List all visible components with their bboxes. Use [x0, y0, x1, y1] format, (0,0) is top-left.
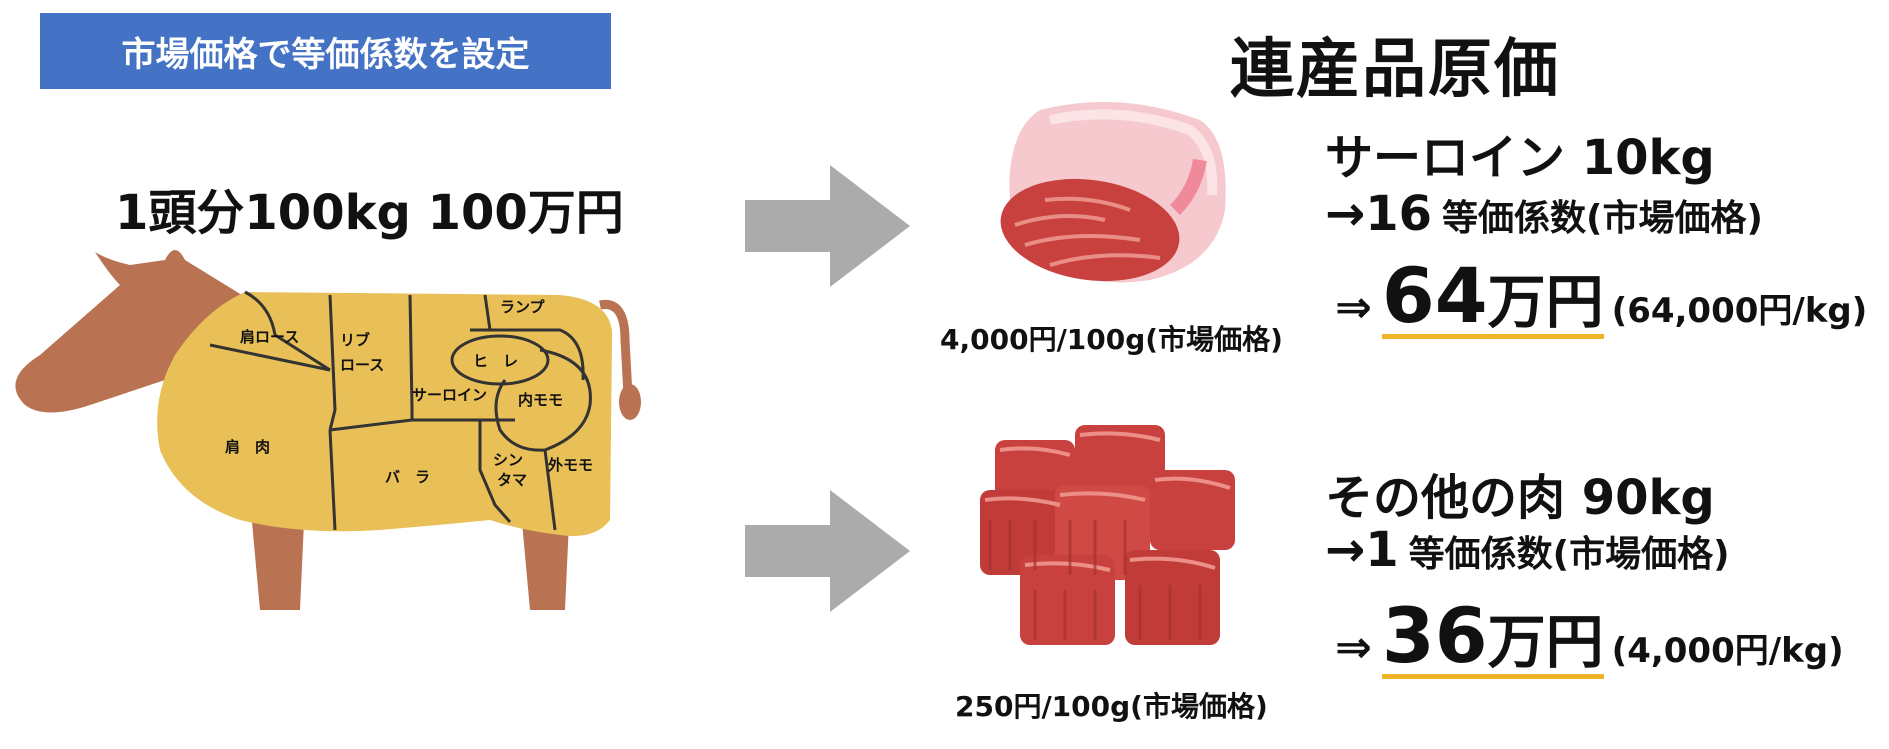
coef-value: 1 — [1365, 522, 1399, 578]
sirloin-steak-icon — [1000, 102, 1226, 283]
cow-head — [15, 250, 251, 413]
cut-label-chuck: 肩 肉 — [225, 438, 270, 456]
whole-cow-label: 1頭分100kg 100万円 — [115, 185, 624, 241]
cut-label-fillet: ヒ レ — [473, 352, 518, 370]
cow-body — [157, 292, 613, 536]
cut-label-shintama-2: タマ — [497, 471, 527, 489]
sirloin-per-kg: (64,000円/kg) — [1611, 291, 1868, 331]
coef-note: 等価係数(市場価格) — [1408, 534, 1730, 575]
right-arrow-icon — [745, 490, 910, 612]
cow-cut-diagram-icon: 肩ロース リブ ロース ランプ ヒ レ サーロイン 内モモ 肩 肉 バ ラ シン… — [15, 250, 641, 610]
other-price-label: 250円/100g(市場価格) — [955, 690, 1268, 723]
implies-symbol: ⇒ — [1335, 622, 1372, 673]
banner-text: 市場価格で等価係数を設定 — [121, 34, 530, 75]
coef-arrow: → — [1325, 522, 1366, 578]
cut-label-rib-2: ロース — [340, 356, 384, 374]
cost-number: 36 — [1381, 591, 1488, 680]
other-meat-heading: その他の肉 90kg — [1325, 470, 1715, 526]
cow-tail-tip — [619, 384, 641, 420]
sirloin-price-label: 4,000円/100g(市場価格) — [940, 323, 1283, 356]
page-title: 連産品原価 — [1230, 33, 1560, 107]
cut-label-inner-thigh: 内モモ — [518, 391, 563, 409]
cost-unit: 万円 — [1487, 608, 1604, 676]
cut-label-shintama-1: シン — [493, 451, 523, 469]
other-result-line: ⇒ 36万円 (4,000円/kg) — [1335, 598, 1844, 679]
sirloin-heading: サーロイン 10kg — [1325, 130, 1715, 186]
cost-unit: 万円 — [1487, 268, 1604, 336]
cut-label-brisket: バ ラ — [385, 468, 430, 486]
implies-symbol: ⇒ — [1335, 282, 1372, 333]
other-cost: 36万円 — [1381, 598, 1604, 679]
coef-note: 等価係数(市場価格) — [1442, 198, 1763, 239]
cost-number: 64 — [1381, 251, 1488, 340]
cut-label-rump: ランプ — [500, 298, 546, 316]
cut-label-outer-thigh: 外モモ — [547, 456, 593, 474]
sirloin-cost: 64万円 — [1381, 258, 1604, 339]
banner: 市場価格で等価係数を設定 — [40, 13, 611, 89]
cut-label-sirloin: サーロイン — [412, 386, 487, 404]
sirloin-result-line: ⇒ 64万円 (64,000円/kg) — [1335, 258, 1867, 339]
coef-arrow: → — [1325, 186, 1366, 242]
cut-label-shoulder-loin: 肩ロース — [240, 328, 299, 346]
other-per-kg: (4,000円/kg) — [1611, 631, 1844, 671]
cow-tail — [599, 299, 633, 396]
coef-value: 16 — [1365, 186, 1433, 242]
meat-cubes-icon — [980, 425, 1235, 645]
right-arrow-icon — [745, 165, 910, 287]
cut-label-rib-1: リブ — [340, 331, 370, 349]
